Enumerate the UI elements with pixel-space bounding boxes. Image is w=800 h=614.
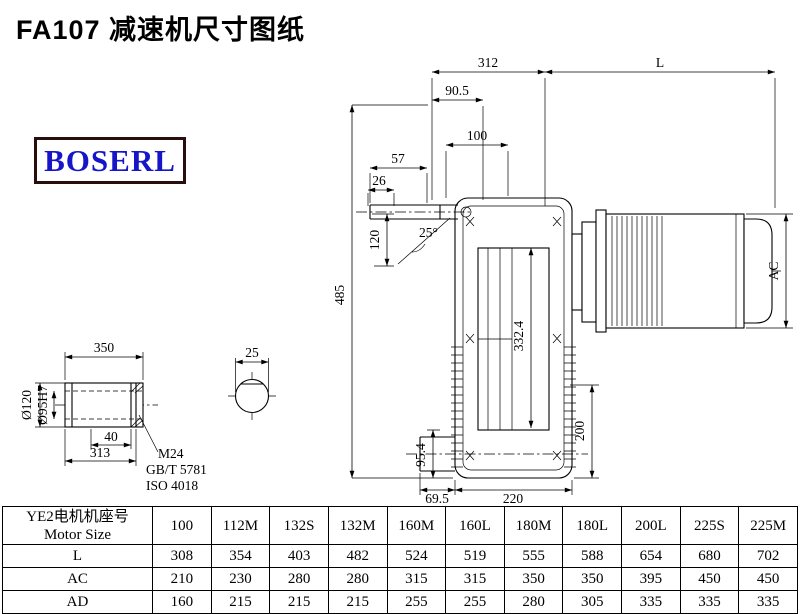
cell: 230 (210, 567, 271, 591)
dim-312-label: 312 (478, 55, 498, 70)
cell: 215 (210, 590, 271, 614)
motor-size-header-en: Motor Size (43, 526, 112, 543)
cell: 555 (503, 544, 564, 568)
cell: 160 (152, 590, 212, 614)
cell: 280 (327, 567, 388, 591)
col-header: 100 (152, 506, 212, 545)
cell: 280 (503, 590, 564, 614)
col-header: 132M (327, 506, 388, 545)
cell: 215 (269, 590, 329, 614)
output-shaft-side-view: 350 40 313 Ø120 Ø95H7 M24 GB/T 5781 ISO … (19, 340, 207, 493)
dim-69-5-label: 69.5 (425, 491, 449, 506)
dim-L-label: L (656, 55, 664, 70)
row-label: L (2, 544, 153, 568)
col-header: 160M (386, 506, 447, 545)
dim-200-label: 200 (572, 421, 587, 442)
cell: 210 (152, 567, 212, 591)
cell: 335 (679, 590, 740, 614)
motor-size-header-cn: YE2电机机座号 (26, 508, 129, 525)
dim-100-label: 100 (467, 128, 488, 143)
cell: 482 (327, 544, 388, 568)
cell: 305 (562, 590, 622, 614)
boserl-logo: BOSERL (34, 137, 186, 184)
dim-313-label: 313 (90, 445, 111, 460)
cell: 450 (738, 567, 798, 591)
dim-95-4-label: 95.4 (413, 443, 428, 467)
col-header: 225M (738, 506, 798, 545)
cell: 215 (327, 590, 388, 614)
row-label: AD (2, 590, 153, 614)
dim-220-label: 220 (503, 491, 524, 506)
cell: 255 (386, 590, 447, 614)
table-row-L: L 308 354 403 482 524 519 555 588 654 68… (2, 544, 798, 568)
col-header: 225S (679, 506, 740, 545)
col-header: 160L (445, 506, 505, 545)
table-row-AD: AD 160 215 215 215 255 255 280 305 335 3… (2, 590, 798, 614)
dim-AC-label: AC (766, 262, 781, 281)
dim-120-label: 120 (367, 230, 382, 251)
cell: 680 (679, 544, 740, 568)
logo-text: BOSERL (44, 142, 176, 178)
cell: 350 (562, 567, 622, 591)
note-iso4018: ISO 4018 (146, 478, 198, 493)
motor-size-table: YE2电机机座号 Motor Size 100 112M 132S 132M 1… (2, 506, 798, 614)
dim-40-label: 40 (104, 429, 118, 444)
page-title: FA107 减速机尺寸图纸 (16, 15, 306, 45)
dim-485-label: 485 (332, 285, 347, 306)
dim-90-5-label: 90.5 (445, 83, 469, 98)
cell: 315 (445, 567, 505, 591)
cell: 524 (386, 544, 447, 568)
dim-350-label: 350 (94, 340, 115, 355)
cell: 354 (210, 544, 271, 568)
cell: 702 (738, 544, 798, 568)
cell: 588 (562, 544, 622, 568)
motor-size-header: YE2电机机座号 Motor Size (2, 506, 153, 545)
note-gbt5781: GB/T 5781 (146, 462, 207, 477)
cell: 450 (679, 567, 740, 591)
dim-332-4-label: 332.4 (511, 321, 526, 352)
cell: 654 (621, 544, 681, 568)
gearbox-main-view: 25° (356, 197, 588, 479)
cell: 308 (152, 544, 212, 568)
cell: 280 (269, 567, 329, 591)
cell: 315 (386, 567, 447, 591)
cell: 255 (445, 590, 505, 614)
cell: 403 (269, 544, 329, 568)
dim-dia95h7-label: Ø95H7 (35, 385, 50, 425)
table-header-row: YE2电机机座号 Motor Size 100 112M 132S 132M 1… (2, 506, 798, 545)
cell: 395 (621, 567, 681, 591)
col-header: 132S (269, 506, 329, 545)
cell: 335 (738, 590, 798, 614)
cell: 519 (445, 544, 505, 568)
row-label: AC (2, 567, 153, 591)
dim-dia120-label: Ø120 (19, 390, 34, 420)
cell: 335 (621, 590, 681, 614)
col-header: 180L (562, 506, 622, 545)
dim-25-label: 25 (245, 345, 259, 360)
table-row-AC: AC 210 230 280 280 315 315 350 350 395 4… (2, 567, 798, 591)
col-header: 200L (621, 506, 681, 545)
dim-26-label: 26 (372, 173, 386, 188)
cell: 350 (503, 567, 564, 591)
col-header: 112M (210, 506, 271, 545)
main-view-dimensions: 312 L 90.5 100 57 26 120 485 332.4 200 A… (332, 55, 793, 506)
dim-angle25-label: 25° (419, 225, 438, 240)
note-m24: M24 (158, 446, 184, 461)
motor-view (571, 209, 782, 333)
col-header: 180M (503, 506, 564, 545)
dim-57-label: 57 (391, 151, 405, 166)
shaft-cross-section: 25 (228, 345, 276, 420)
